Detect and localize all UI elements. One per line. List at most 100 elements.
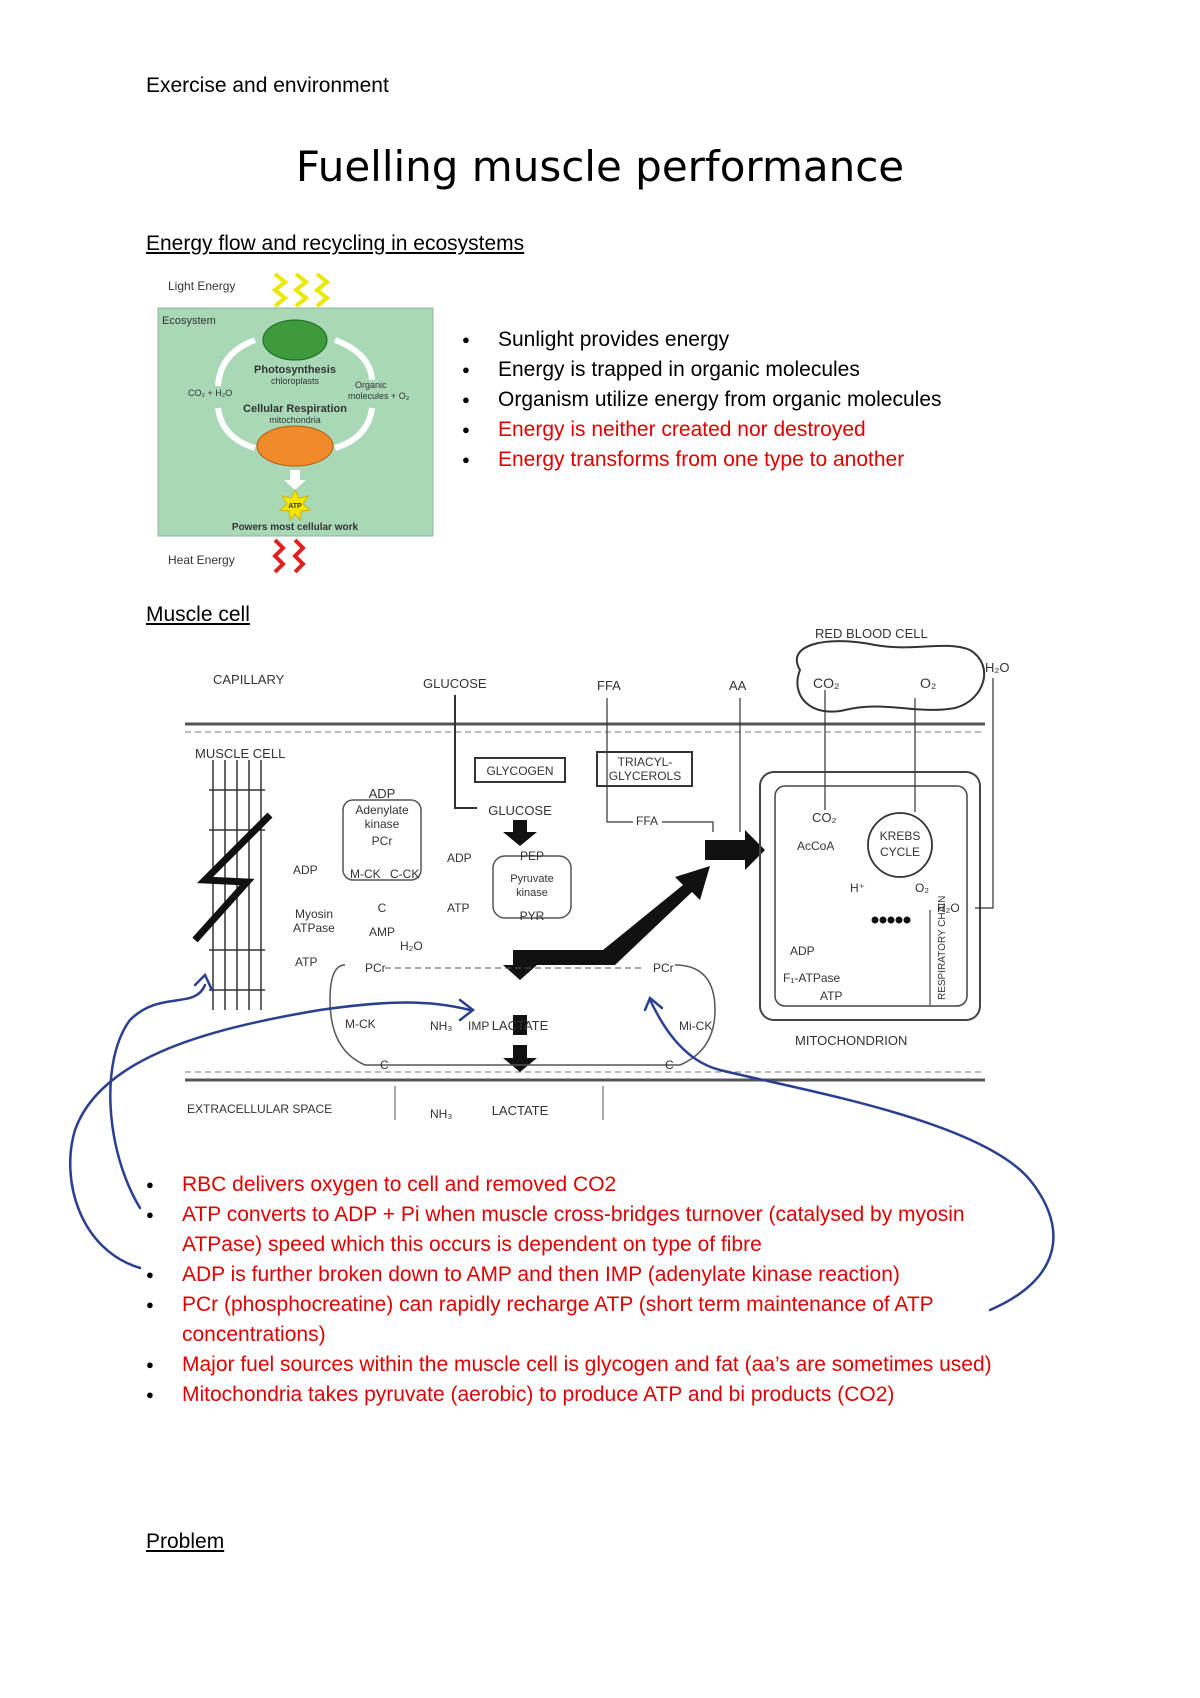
page-header: Exercise and environment: [146, 74, 389, 97]
list-item: Major fuel sources within the muscle cel…: [146, 1350, 1046, 1380]
co2-label: CO₂: [813, 675, 839, 691]
mitochondrion-outline: [759, 771, 981, 1021]
section-heading-problem: Problem: [146, 1530, 225, 1553]
cellular-respiration-label: Cellular Respiration: [243, 403, 347, 415]
atp-label: ATP: [288, 503, 302, 510]
list-item: RBC delivers oxygen to cell and removed …: [146, 1170, 1046, 1200]
extracellular-label: EXTRACELLULAR SPACE: [187, 1102, 332, 1116]
list-item: Mitochondria takes pyruvate (aerobic) to…: [146, 1380, 1046, 1410]
ecosystem-label: Ecosystem: [162, 315, 216, 327]
powers-label: Powers most cellular work: [232, 522, 359, 533]
lactate-bottom-label: LACTATE: [492, 1103, 549, 1118]
mitochondrion-icon: [256, 425, 334, 467]
h-plus-label: H⁺: [850, 881, 865, 895]
list-item: Energy is neither created nor destroyed: [462, 415, 1162, 445]
chloroplasts-label: chloroplasts: [271, 376, 320, 386]
list-item: ADP is further broken down to AMP and th…: [146, 1260, 1046, 1290]
aa-top-label: AA: [729, 678, 747, 693]
list-item: Organism utilize energy from organic mol…: [462, 385, 1162, 415]
muscle-cell-bullet-list: RBC delivers oxygen to cell and removed …: [146, 1170, 1046, 1410]
energy-flow-bullet-list: Sunlight provides energy Energy is trapp…: [462, 325, 1162, 475]
accoa-label: AcCoA: [797, 839, 834, 853]
list-item: PCr (phosphocreatine) can rapidly rechar…: [146, 1290, 1046, 1350]
o2-mito-label: O₂: [915, 881, 929, 895]
lactate-mid-label: LACTATE: [492, 1018, 549, 1033]
annotation-arrow-1: [109, 983, 207, 1210]
glycerols-label: GLYCEROLS: [609, 769, 681, 783]
list-item: ATP converts to ADP + Pi when muscle cro…: [146, 1200, 1046, 1260]
co2-mito-label: CO₂: [812, 810, 837, 825]
c-bottom-right-label: C: [665, 1058, 674, 1072]
light-energy-label: Light Energy: [168, 279, 235, 293]
adp-mid-label: ADP: [447, 851, 472, 865]
myosin-label: Myosin: [295, 907, 333, 921]
atp-star-icon: [278, 488, 312, 522]
pyruvate-to-mitochondria-arrow: [513, 866, 710, 965]
section-heading-muscle-cell: Muscle cell: [146, 603, 250, 626]
pcr-right-label: PCr: [653, 961, 674, 975]
chloroplast-icon: [262, 319, 328, 361]
ffa-mid-label: FFA: [636, 814, 658, 828]
glucose-top-label: GLUCOSE: [423, 676, 487, 691]
adp-adenylate-label: ADP: [369, 786, 396, 801]
cycle-label: CYCLE: [880, 845, 920, 859]
imp-label: IMP: [468, 1019, 489, 1033]
c-left-label: C: [378, 901, 387, 915]
mitochondria-label: mitochondria: [269, 415, 321, 425]
electron-chain-dots: [871, 916, 911, 924]
heat-energy-label: Heat Energy: [168, 553, 235, 567]
h2o-mito-label: H₂O: [937, 901, 960, 915]
h2o-mid-label: H₂O: [400, 939, 423, 953]
pyr-label: PYR: [520, 909, 545, 923]
lightning-icon: [192, 812, 273, 943]
f1-atpase-label: F₁-ATPase: [783, 971, 840, 985]
adp-left-label: ADP: [293, 863, 318, 877]
molecules-label: molecules + O₂: [348, 391, 410, 401]
mck-low-label: M-CK: [345, 1017, 376, 1031]
triacyl-label: TRIACYL-: [618, 755, 673, 769]
muscle-cell-diagram: RED BLOOD CELL CO₂ O₂ H₂O CAPILLARY GLUC…: [185, 620, 1035, 1130]
photosynthesis-label: Photosynthesis: [254, 364, 336, 376]
c-bottom-left-label: C: [380, 1058, 389, 1072]
atpase-label: ATPase: [293, 921, 335, 935]
list-item: Sunlight provides energy: [462, 325, 1162, 355]
mitochondrion-label: MITOCHONDRION: [795, 1033, 907, 1048]
cck-label: C-CK: [390, 867, 419, 881]
annotation-arrow-3: [648, 998, 1055, 1312]
ecosystem-figure: Light Energy Ecosystem Photosynthesis ch…: [150, 268, 450, 588]
glucose-mid-label: GLUCOSE: [488, 803, 552, 818]
resp-chain-label: RESPIRATORY CHAIN: [937, 896, 948, 1000]
heat-wave-icon: [272, 538, 306, 574]
page-title: Fuelling muscle performance: [295, 142, 905, 191]
ffa-top-label: FFA: [597, 678, 621, 693]
section-heading-energy-flow: Energy flow and recycling in ecosystems: [146, 232, 525, 255]
capillary-label: CAPILLARY: [213, 672, 285, 687]
down-arrow-icon: [284, 470, 306, 490]
atp-left-label: ATP: [295, 955, 317, 969]
muscle-cell-label: MUSCLE CELL: [195, 746, 285, 761]
adenylate-label: Adenylate: [355, 803, 409, 817]
nh3-bottom-label: NH₃: [430, 1107, 452, 1121]
pcr-mid-label: PCr: [365, 961, 386, 975]
mick-label: Mi-CK: [679, 1019, 712, 1033]
organic-label: Organic: [355, 380, 387, 390]
atp-mito-label: ATP: [820, 989, 842, 1003]
glycogen-label: GLYCOGEN: [486, 764, 553, 778]
co2-h2o-label: CO₂ + H₂O: [188, 388, 232, 398]
mck-label: M-CK: [350, 867, 381, 881]
o2-label: O₂: [920, 675, 936, 691]
krebs-label: KREBS: [880, 829, 921, 843]
adp-mito-label: ADP: [790, 944, 815, 958]
light-bolt-icon: [271, 272, 331, 308]
h2o-top-label: H₂O: [985, 660, 1010, 675]
atp-mid-label: ATP: [447, 901, 469, 915]
amp-label: AMP: [369, 925, 395, 939]
pyruvate-label: Pyruvate: [510, 873, 553, 885]
pep-label: PEP: [520, 849, 544, 863]
kinase-label: kinase: [365, 817, 400, 831]
nh3-mid-label: NH₃: [430, 1019, 452, 1033]
cycle-arrows: [215, 337, 375, 451]
list-item: Energy is trapped in organic molecules: [462, 355, 1162, 385]
red-blood-cell-shape: [795, 640, 986, 713]
